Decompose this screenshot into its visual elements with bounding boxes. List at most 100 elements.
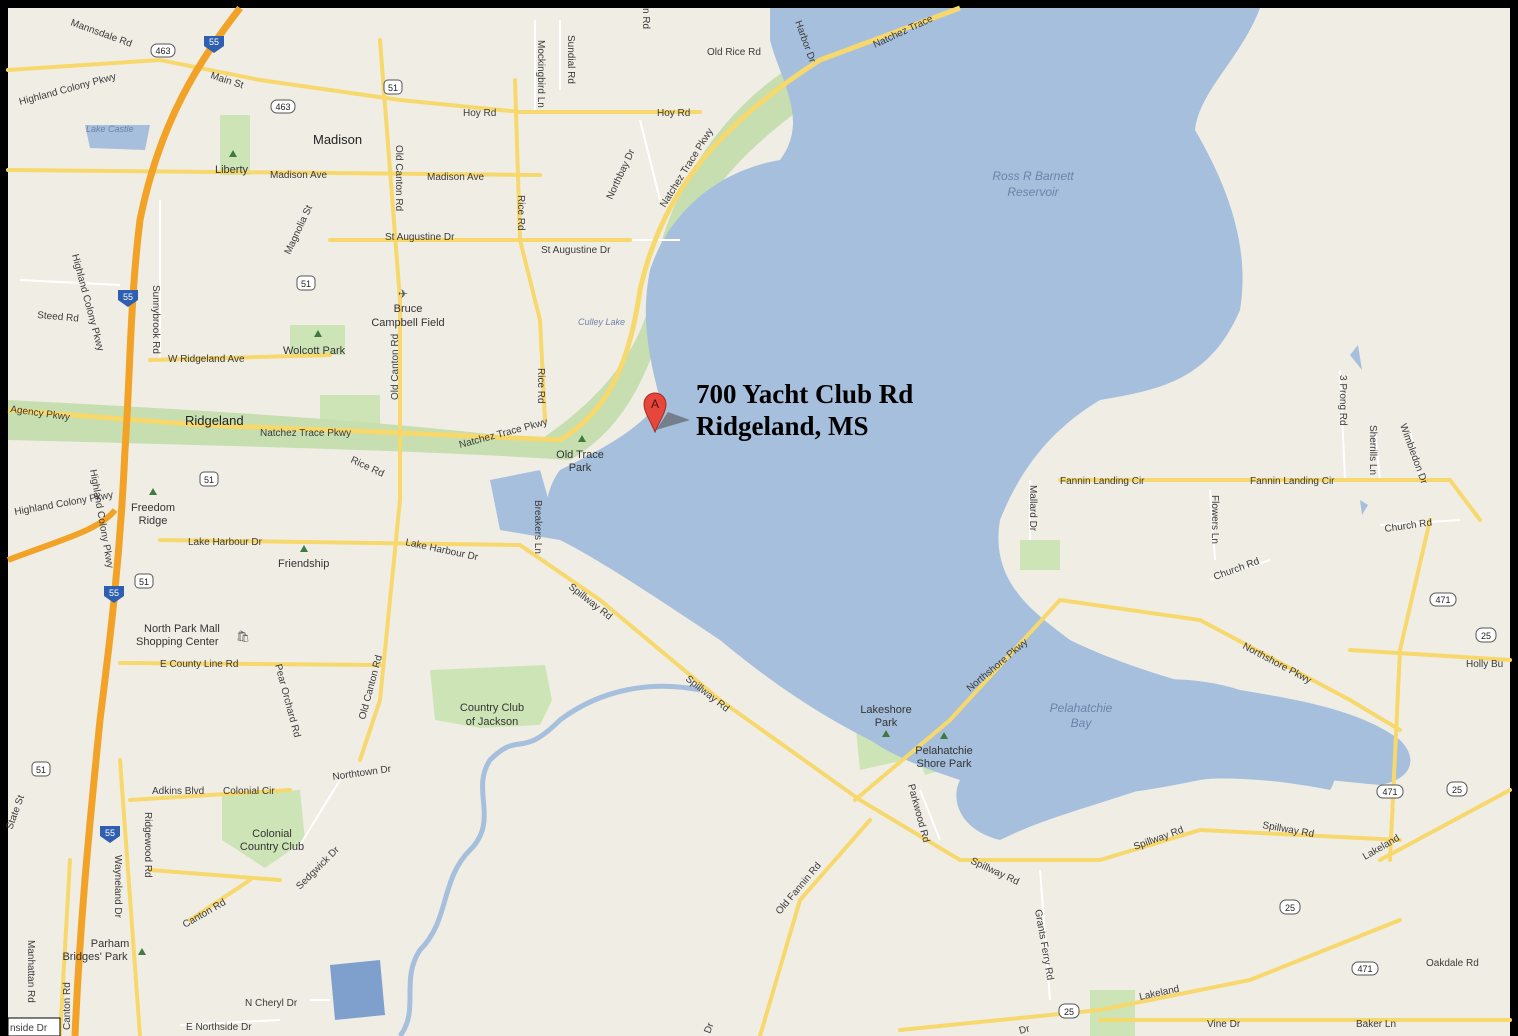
svg-text:St Augustine Dr: St Augustine Dr [385, 232, 455, 243]
svg-text:E Northside Dr: E Northside Dr [186, 1022, 252, 1033]
svg-text:Canton Rd: Canton Rd [62, 982, 73, 1030]
route-463-shield: 463 [270, 99, 296, 114]
route-51-shield: 51 [383, 79, 403, 95]
svg-text:Madison Ave: Madison Ave [427, 172, 485, 183]
country-club-label-1: Country Club [460, 702, 524, 714]
svg-text:Manhattan Rd: Manhattan Rd [25, 940, 36, 1003]
svg-text:51: 51 [301, 279, 311, 289]
bay-label-2: Bay [1071, 716, 1093, 730]
parks [220, 115, 1135, 1036]
svg-text:471: 471 [1435, 595, 1450, 605]
reservoir [546, 8, 1336, 840]
lake-castle [85, 125, 150, 150]
place-labels: Madison Ridgeland Liberty Bruce Campbell… [62, 132, 972, 963]
lake-castle-label: Lake Castle [86, 124, 134, 134]
address-line-1: 700 Yacht Club Rd [696, 379, 914, 409]
colonial-label-1: Colonial [252, 828, 292, 840]
svg-text:Lake Harbour Dr: Lake Harbour Dr [188, 537, 263, 548]
park-tree-icons [138, 150, 948, 955]
svg-text:Dr: Dr [1018, 1023, 1032, 1036]
route-51-shield: 51 [199, 471, 219, 487]
wolcott-label: Wolcott Park [283, 345, 346, 357]
bruce-label-1: Bruce [394, 303, 423, 315]
svg-text:E County Line Rd: E County Line Rd [160, 659, 238, 670]
location-marker-pin[interactable]: A [643, 392, 690, 434]
ponds [330, 960, 385, 1020]
svg-text:Mockingbird Ln: Mockingbird Ln [535, 40, 546, 108]
ridgeland-label: Ridgeland [185, 413, 244, 428]
svg-text:55: 55 [123, 292, 133, 302]
culley-lake-label: Culley Lake [578, 317, 625, 327]
svg-text:471: 471 [1382, 787, 1397, 797]
svg-text:Old Rice Rd: Old Rice Rd [707, 47, 761, 58]
svg-text:Fannin Landing Cir: Fannin Landing Cir [1060, 476, 1145, 487]
svg-text:Old Canton Rd: Old Canton Rd [393, 145, 404, 211]
route-51-shield: 51 [31, 761, 51, 777]
svg-text:Sherrills Ln: Sherrills Ln [1367, 425, 1378, 475]
friendship-label: Friendship [278, 558, 329, 570]
interstate-55-shield: 55 [104, 586, 124, 603]
natchez-trace-pkwy [7, 5, 961, 443]
inlet [490, 470, 560, 540]
svg-text:Mallard Dr: Mallard Dr [1027, 485, 1038, 532]
route-463-shield: 463 [150, 43, 176, 58]
airport-icon: ✈ [398, 287, 408, 301]
svg-text:Sundial Rd: Sundial Rd [565, 35, 576, 84]
svg-text:25: 25 [1064, 1007, 1074, 1017]
svg-text:463: 463 [155, 46, 170, 56]
svg-text:n Rd: n Rd [640, 8, 651, 29]
pelahatchie-shore-label-2: Shore Park [916, 758, 972, 770]
route-471-shield: 471 [1376, 784, 1404, 799]
svg-text:Natchez Trace Pkwy: Natchez Trace Pkwy [260, 428, 351, 439]
country-club-label-2: of Jackson [466, 716, 519, 728]
svg-text:51: 51 [204, 475, 214, 485]
liberty-label: Liberty [215, 164, 249, 176]
route-51-shield: 51 [134, 573, 154, 589]
old-trace-label-2: Park [569, 462, 592, 474]
freedom-label-1: Freedom [131, 502, 175, 514]
pearl-river [397, 683, 701, 1036]
parham-label-1: Parham [91, 938, 130, 950]
svg-text:Steed Rd: Steed Rd [37, 310, 80, 325]
pelahatchie-bay [1030, 679, 1411, 795]
route-471-shield: 471 [1351, 961, 1379, 976]
svg-text:Breakers Ln: Breakers Ln [532, 500, 543, 554]
route-25-shield: 25 [1446, 781, 1468, 797]
north-park-label-2: Shopping Center [136, 636, 219, 648]
svg-text:Rice Rd: Rice Rd [535, 368, 546, 404]
lakeshore-label-2: Park [875, 717, 898, 729]
northside-box [7, 1017, 61, 1036]
svg-text:55: 55 [105, 828, 115, 838]
lakeshore-label-1: Lakeshore [860, 704, 911, 716]
svg-text:51: 51 [36, 765, 46, 775]
shopping-icon: 🛍 [236, 630, 250, 643]
freedom-label-2: Ridge [139, 515, 168, 527]
svg-text:25: 25 [1452, 785, 1462, 795]
interstate-55-shield: 55 [100, 826, 120, 843]
svg-text:Old Canton Rd: Old Canton Rd [390, 334, 401, 400]
svg-text:Vine Dr: Vine Dr [1207, 1019, 1241, 1030]
marker-pin-icon [643, 392, 667, 434]
svg-text:25: 25 [1481, 631, 1491, 641]
svg-text:Rice Rd: Rice Rd [515, 195, 526, 231]
svg-text:51: 51 [388, 83, 398, 93]
pelahatchie-shore-label-1: Pelahatchie [915, 745, 973, 757]
svg-text:Dr: Dr [702, 1021, 716, 1035]
interstate-55-shield: 55 [204, 36, 224, 53]
svg-text:55: 55 [209, 37, 219, 47]
route-25-shield: 25 [1279, 899, 1301, 915]
route-25-shield: 25 [1058, 1003, 1080, 1019]
svg-text:Colonial Cir: Colonial Cir [223, 786, 275, 797]
svg-text:Madison Ave: Madison Ave [270, 170, 328, 181]
madison-label: Madison [313, 132, 362, 147]
svg-text:Baker Ln: Baker Ln [1356, 1019, 1396, 1030]
interstate-55 [71, 5, 243, 1036]
svg-text:463: 463 [275, 102, 290, 112]
bruce-label-2: Campbell Field [371, 317, 444, 329]
northside-label: nside Dr [10, 1023, 48, 1034]
svg-text:Adkins Blvd: Adkins Blvd [152, 786, 204, 797]
parham-label-2: Bridges' Park [62, 951, 128, 963]
svg-text:N Cheryl Dr: N Cheryl Dr [245, 998, 298, 1009]
